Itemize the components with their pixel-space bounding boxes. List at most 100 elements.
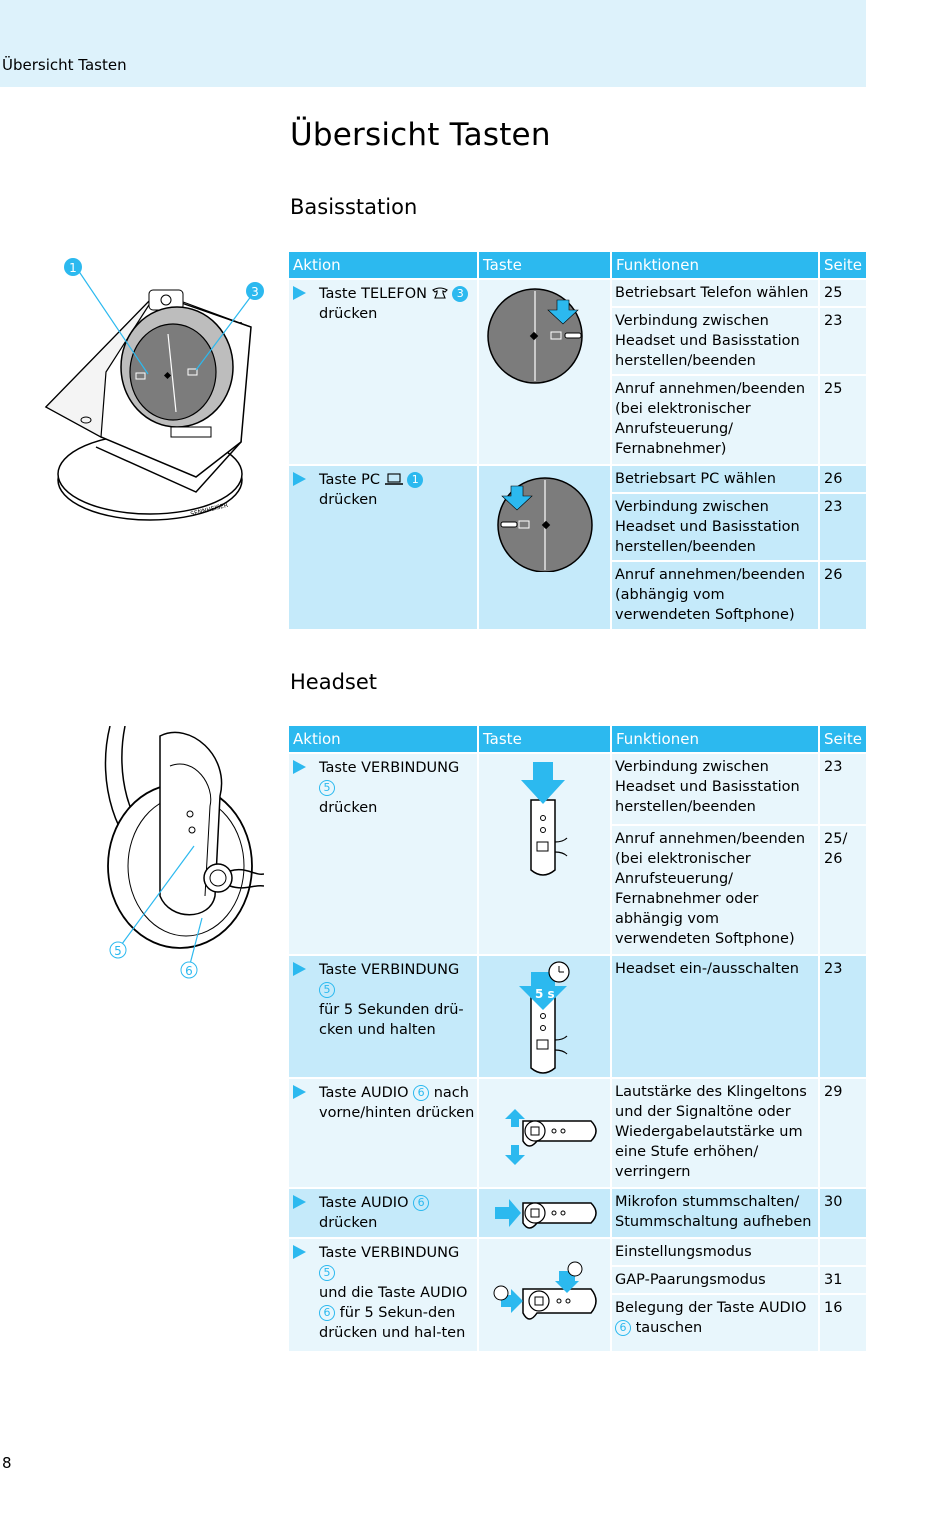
connect-key-press-illustration (521, 762, 568, 876)
col-header-functions: Funktionen (612, 726, 818, 752)
action-cell: Taste AUDIO 6 drücken (289, 1189, 477, 1237)
page-ref-cell: 25/ 26 (820, 826, 866, 954)
col-header-key: Taste (479, 726, 610, 752)
page-ref-cell: 31 (820, 1267, 866, 1293)
section-heading-headset: Headset (290, 670, 378, 694)
audio-key-rocker-illustration (505, 1109, 597, 1165)
page-ref-cell: 25 (820, 376, 866, 464)
base-station-table: Aktion Taste Funktionen Seite Taste TELE… (289, 252, 866, 629)
key-illustration-cell (479, 1189, 610, 1237)
action-cell: Taste VERBINDUNG 5 für 5 Sekunden drü-ck… (289, 956, 477, 1077)
bullet-triangle-icon (293, 1085, 306, 1099)
key-number-badge: 5 (319, 780, 335, 796)
callout-6: 6 (185, 964, 193, 978)
duration-badge: 5 s (535, 987, 555, 1001)
function-cell: Einstellungsmodus (612, 1239, 818, 1265)
table-row: Taste AUDIO 6 drücken Mikrofon stummscha… (289, 1189, 866, 1237)
header-band: Übersicht Tasten (0, 0, 866, 87)
col-header-functions: Funktionen (612, 252, 818, 278)
key-illustration-cell (479, 754, 610, 954)
key-illustration-cell: 5 s (479, 956, 610, 1077)
page-ref-cell: 16 (820, 1295, 866, 1351)
key-number-badge: 5 (319, 1265, 335, 1281)
table-header-row: Aktion Taste Funktionen Seite (289, 252, 866, 278)
table-row: Taste VERBINDUNG 5 und die Taste AUDIO 6… (289, 1239, 866, 1351)
bullet-triangle-icon (293, 1195, 306, 1209)
table-row: Taste AUDIO 6 nach vorne/hinten drücken … (289, 1079, 866, 1187)
page-number: 8 (2, 1454, 12, 1472)
col-header-key: Taste (479, 252, 610, 278)
key-number-badge: 1 (407, 472, 424, 488)
col-header-page: Seite (820, 726, 866, 752)
col-header-action: Aktion (289, 726, 477, 752)
table-row: Taste TELEFON 3 drücken Betriebsart Tele… (289, 280, 866, 464)
key-illustration-cell (479, 1079, 610, 1187)
action-cell: Taste TELEFON 3 drücken (289, 280, 477, 464)
key-number-badge: 6 (413, 1195, 430, 1211)
page-ref-cell (820, 1239, 866, 1265)
page-ref-cell: 29 (820, 1079, 866, 1187)
function-cell: Lautstärke des Klingeltons und der Signa… (612, 1079, 818, 1187)
function-cell: Anruf annehmen/beenden (bei elektronisch… (612, 376, 818, 464)
pc-key-press-illustration (497, 477, 593, 572)
page-ref-cell: 26 (820, 466, 866, 492)
col-header-page: Seite (820, 252, 866, 278)
connect-key-hold-illustration (519, 961, 570, 1074)
table-row: Taste VERBINDUNG 5 drücken Verbindung zw… (289, 754, 866, 954)
function-cell: Anruf annehmen/beenden (abhängig vom ver… (612, 562, 818, 629)
bullet-triangle-icon (293, 760, 306, 774)
function-cell: Verbindung zwischen Headset und Basissta… (612, 754, 818, 824)
key-number-badge: 3 (452, 286, 469, 302)
clock-icon (567, 1261, 583, 1277)
base-station-illustration: 1 3 SENNHEISER (44, 258, 264, 521)
audio-key-press-illustration (495, 1199, 597, 1229)
page-ref-cell: 23 (820, 754, 866, 824)
function-cell: Betriebsart PC wählen (612, 466, 818, 492)
page-ref-cell: 23 (820, 956, 866, 1077)
bullet-triangle-icon (293, 286, 306, 300)
key-illustration-cell (479, 466, 610, 629)
page-ref-cell: 30 (820, 1189, 866, 1237)
page-ref-cell: 25 (820, 280, 866, 306)
key-number-badge: 6 (319, 1305, 335, 1321)
key-number-badge: 6 (413, 1085, 430, 1101)
function-cell: Headset ein-/ausschalten (612, 956, 818, 1077)
function-cell: Mikrofon stummschalten/ Stummschaltung a… (612, 1189, 818, 1237)
callout-3: 3 (251, 285, 259, 299)
function-cell: Betriebsart Telefon wählen (612, 280, 818, 306)
combined-keys-hold-illustration (493, 1261, 597, 1320)
function-cell: Belegung der Taste AUDIO 6 tauschen (612, 1295, 818, 1351)
function-cell: Verbindung zwischen Headset und Basissta… (612, 494, 818, 560)
function-cell: Verbindung zwischen Headset und Basissta… (612, 308, 818, 374)
table-header-row: Aktion Taste Funktionen Seite (289, 726, 866, 752)
bullet-triangle-icon (293, 962, 306, 976)
key-illustration-cell (479, 1239, 610, 1351)
key-illustration-cell (479, 280, 610, 464)
function-cell: GAP-Paarungsmodus (612, 1267, 818, 1293)
bullet-triangle-icon (293, 472, 306, 486)
function-cell: Anruf annehmen/beenden (bei elektronisch… (612, 826, 818, 954)
key-number-badge: 5 (319, 982, 335, 998)
page-ref-cell: 23 (820, 494, 866, 560)
headset-table: Aktion Taste Funktionen Seite Taste VERB… (289, 726, 866, 1351)
action-cell: Taste VERBINDUNG 5 drücken (289, 754, 477, 954)
action-cell: Taste AUDIO 6 nach vorne/hinten drücken (289, 1079, 477, 1187)
headset-illustration: 5 6 (104, 726, 264, 979)
col-header-action: Aktion (289, 252, 477, 278)
action-cell: Taste VERBINDUNG 5 und die Taste AUDIO 6… (289, 1239, 477, 1351)
bullet-triangle-icon (293, 1245, 306, 1259)
action-cell: Taste PC 1 drücken (289, 466, 477, 629)
key-number-badge: 6 (615, 1320, 631, 1336)
table-row: Taste PC 1 drücken Betriebsart PC wählen… (289, 466, 866, 629)
running-title: Übersicht Tasten (2, 56, 127, 74)
page-ref-cell: 26 (820, 562, 866, 629)
callout-1: 1 (69, 261, 77, 275)
laptop-icon (384, 473, 403, 485)
phone-key-press-illustration (487, 288, 583, 384)
callout-5: 5 (114, 944, 122, 958)
section-heading-base: Basisstation (290, 195, 418, 219)
table-row: Taste VERBINDUNG 5 für 5 Sekunden drü-ck… (289, 956, 866, 1077)
clock-icon (493, 1285, 509, 1301)
page-title: Übersicht Tasten (290, 117, 551, 153)
page-ref-cell: 23 (820, 308, 866, 374)
